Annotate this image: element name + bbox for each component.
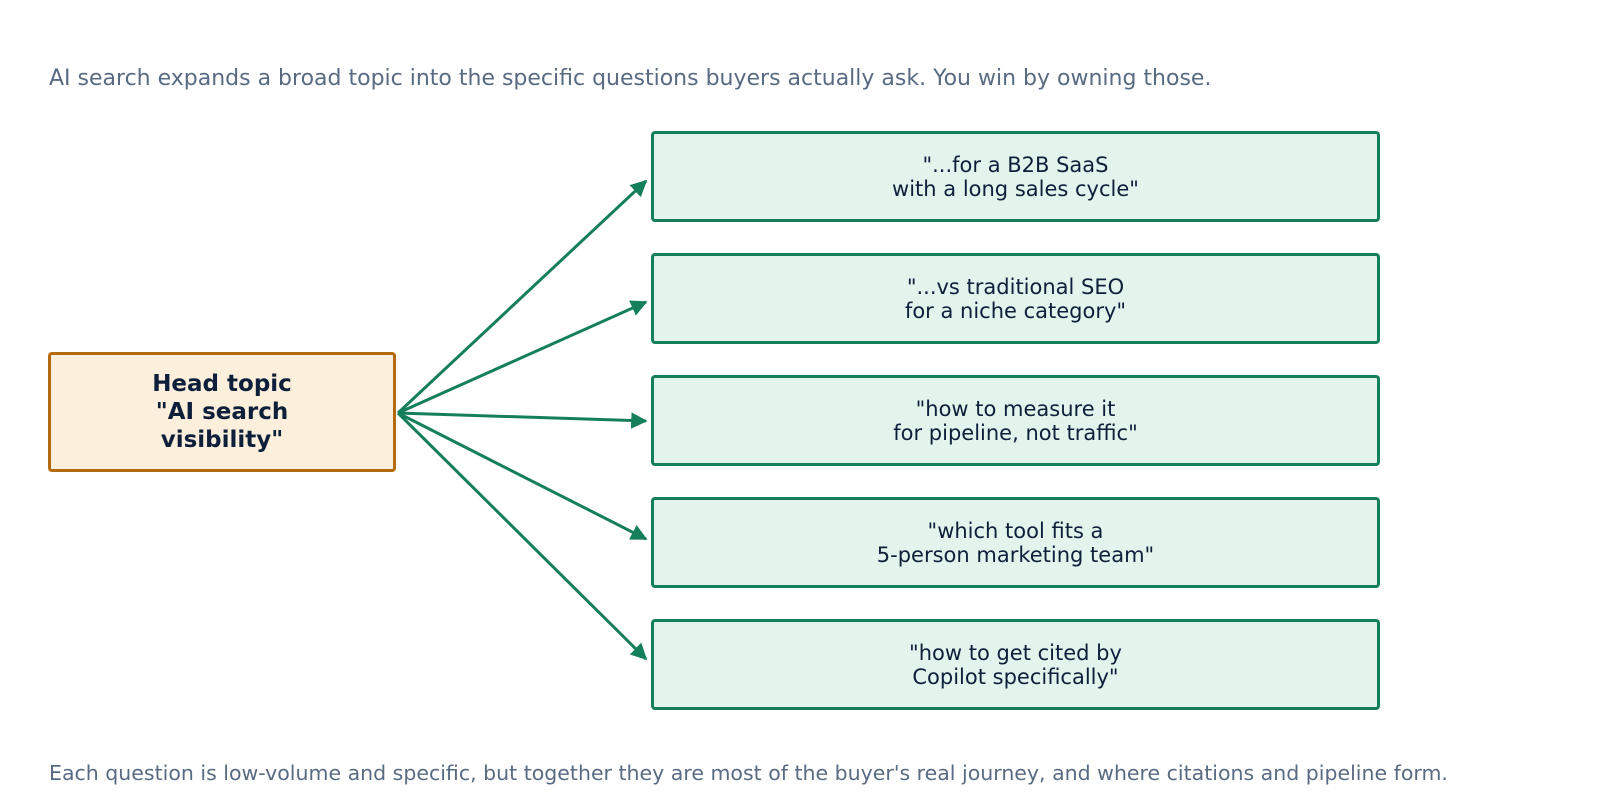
head-topic-label: Head topic "AI search visibility" (152, 370, 292, 454)
question-box-2: "...vs traditional SEO for a niche categ… (651, 253, 1380, 344)
question-2-line-1: "...vs traditional SEO (906, 274, 1125, 299)
question-box-3: "how to measure it for pipeline, not tra… (651, 375, 1380, 466)
arrow-to-question-1 (396, 179, 648, 415)
question-box-4: "which tool fits a 5-person marketing te… (651, 497, 1380, 588)
head-topic-line-2: "AI search (155, 399, 289, 425)
head-topic-box: Head topic "AI search visibility" (48, 352, 396, 472)
question-1-line-2: with a long sales cycle" (892, 176, 1139, 201)
arrow-to-question-5 (396, 411, 648, 661)
diagram-subtitle: AI search expands a broad topic into the… (49, 66, 1212, 91)
head-topic-line-1: Head topic (152, 371, 292, 397)
question-text-1: "...for a B2B SaaS with a long sales cyc… (892, 153, 1139, 201)
question-text-4: "which tool fits a 5-person marketing te… (877, 519, 1154, 567)
diagram-footnote: Each question is low-volume and specific… (49, 761, 1448, 785)
question-4-line-1: "which tool fits a (927, 518, 1104, 543)
arrow-to-question-4 (397, 411, 648, 541)
question-5-line-2: Copilot specifically" (912, 664, 1119, 689)
question-4-line-2: 5-person marketing team" (876, 542, 1155, 567)
question-text-2: "...vs traditional SEO for a niche categ… (905, 275, 1126, 323)
question-3-line-2: for pipeline, not traffic" (893, 420, 1138, 445)
question-box-5: "how to get cited by Copilot specificall… (651, 619, 1380, 710)
question-2-line-2: for a niche category" (904, 298, 1127, 323)
question-5-line-1: "how to get cited by (909, 640, 1122, 665)
question-3-line-1: "how to measure it (915, 396, 1116, 421)
question-box-1: "...for a B2B SaaS with a long sales cyc… (651, 131, 1380, 222)
question-1-line-1: "...for a B2B SaaS (922, 152, 1109, 177)
arrow-to-question-2 (397, 300, 648, 415)
arrow-to-question-3 (397, 411, 648, 429)
question-text-5: "how to get cited by Copilot specificall… (909, 641, 1122, 689)
question-text-3: "how to measure it for pipeline, not tra… (893, 397, 1138, 445)
head-topic-line-3: visibility" (160, 427, 284, 453)
